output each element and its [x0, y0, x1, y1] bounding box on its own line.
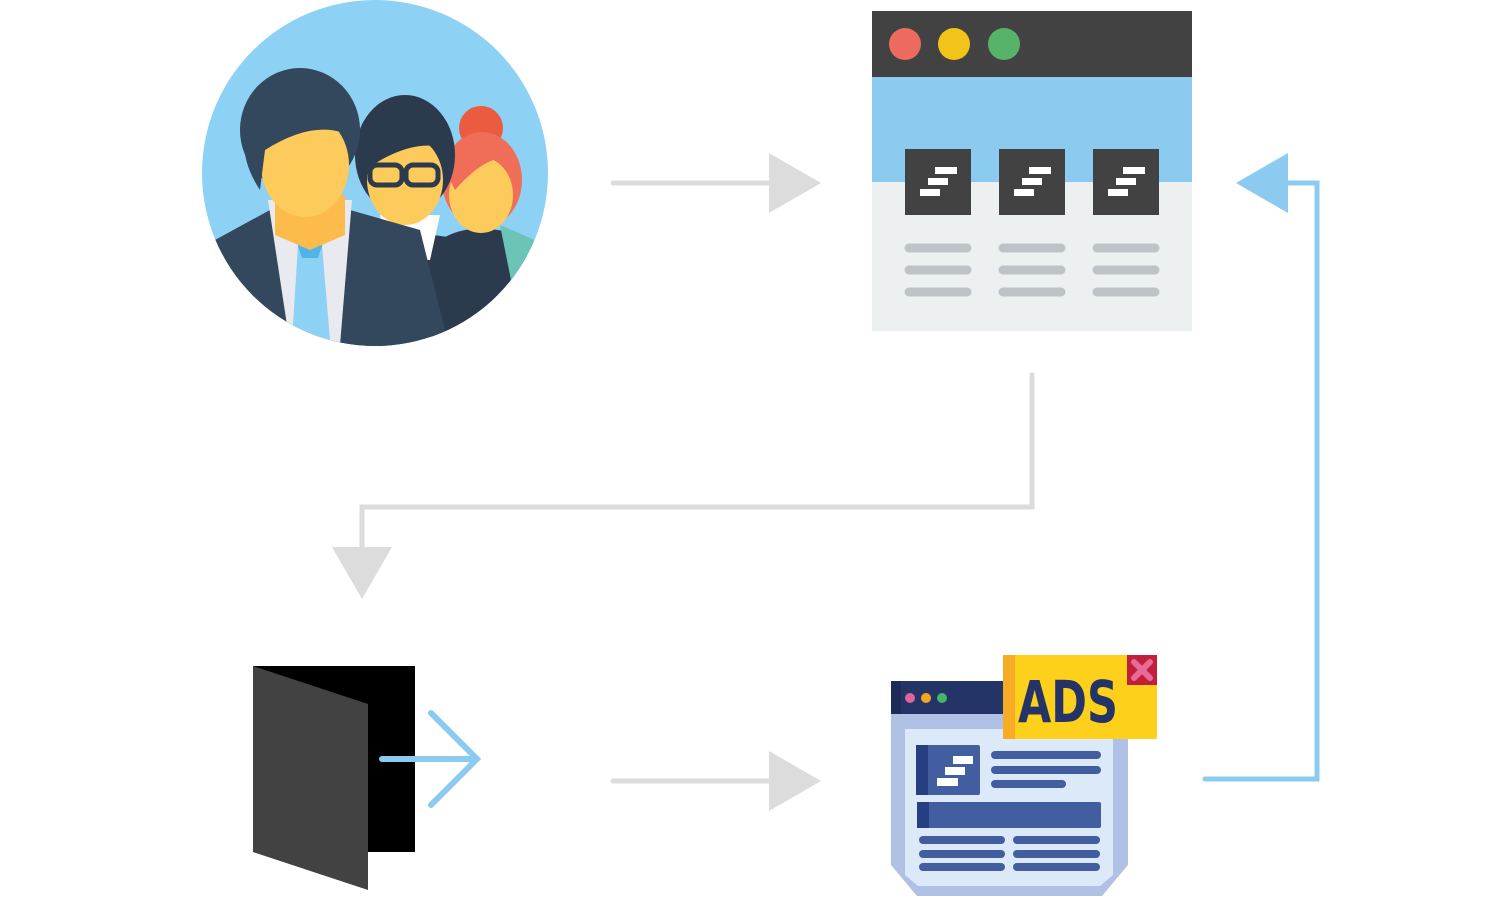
maximize-dot-icon — [988, 28, 1020, 60]
close-ad-icon[interactable] — [1127, 655, 1157, 685]
ad-popup — [1003, 655, 1157, 739]
arrow-ads-to-website — [1202, 153, 1320, 782]
minimize-dot-icon — [938, 28, 970, 60]
browser-window-icon — [872, 11, 1192, 331]
arrow-website-to-exit — [332, 372, 1035, 599]
user-group-icon — [202, 0, 548, 346]
close-dot-icon — [889, 28, 921, 60]
ads-label: ADS — [1018, 668, 1118, 736]
arrow-users-to-website — [610, 153, 821, 213]
arrow-exit-to-ads — [610, 751, 821, 811]
exit-door-icon — [253, 666, 482, 890]
ads-browser-icon: ADS — [891, 655, 1157, 896]
